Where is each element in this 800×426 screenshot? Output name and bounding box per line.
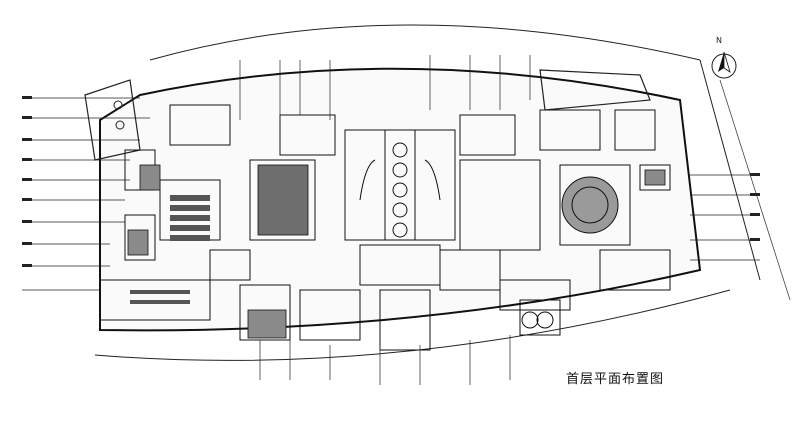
central-atrium <box>359 130 441 240</box>
drawing-caption: 首层平面布置图 <box>566 372 665 387</box>
site-boundary-right <box>699 59 761 281</box>
round-lobby <box>521 176 619 329</box>
left-pavilion-node <box>113 100 123 110</box>
north-arrow-icon <box>711 51 737 79</box>
vertical-leaders <box>239 55 531 385</box>
left-pavilion-node <box>115 120 125 130</box>
interior-walls <box>99 104 671 351</box>
road-edge-right <box>719 79 791 301</box>
north-label: N <box>716 36 722 45</box>
auditorium-seating <box>130 195 210 304</box>
label-tags <box>22 96 760 267</box>
hatched-rooms <box>127 164 666 339</box>
site-boundary-bottom <box>94 289 731 361</box>
site-boundary-top <box>149 24 701 61</box>
leader-lines <box>22 97 760 291</box>
right-pavilion <box>539 69 651 111</box>
